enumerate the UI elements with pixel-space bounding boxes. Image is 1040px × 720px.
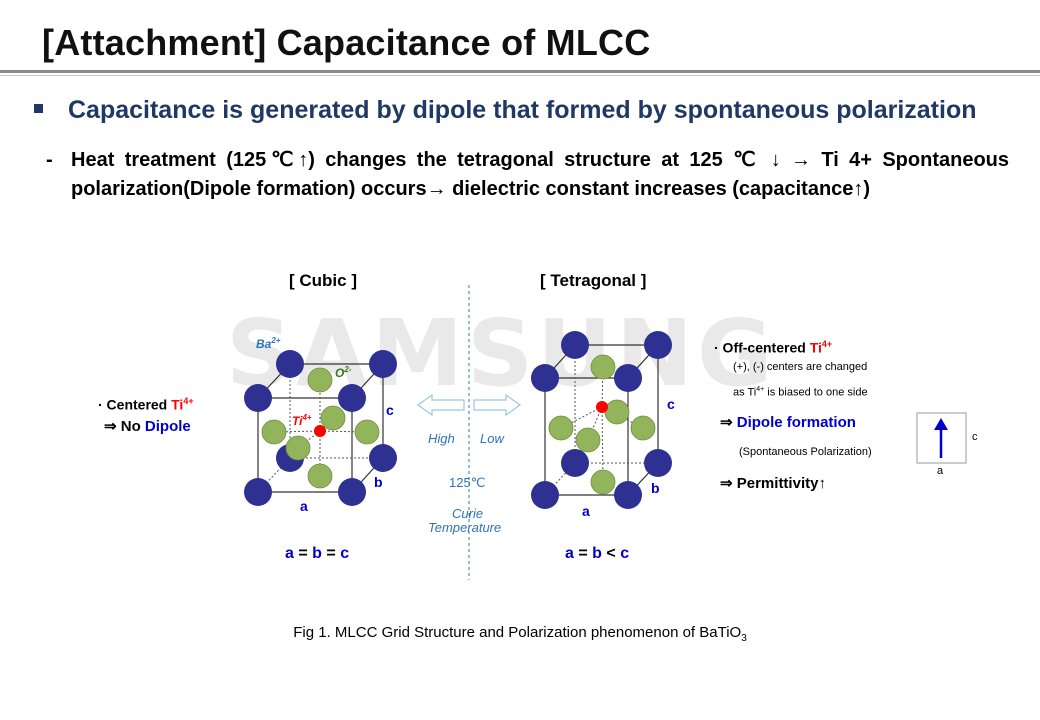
cubic-equation: a = b = c [285, 545, 350, 562]
cubic-axis-a: a [300, 498, 308, 514]
o-atom [604, 399, 630, 425]
o-atom [590, 469, 616, 495]
cubic-axis-c: c [386, 402, 394, 418]
cubic-axis-b: b [374, 474, 383, 490]
title-divider-thin [0, 75, 1040, 76]
ba-atom [369, 444, 397, 472]
permittivity-note: ⇒ Permittivity↑ [720, 475, 826, 492]
ti-label: Ti4+ [292, 413, 312, 428]
tetra-equation: a = b < c [565, 545, 630, 562]
o-atom [354, 419, 380, 445]
description-line-1: Heat treatment (125℃↑) changes the tetra… [71, 149, 1009, 171]
up-arrow-icon [934, 418, 948, 458]
tetragonal-lattice [531, 331, 672, 509]
right-arrow-icon [473, 393, 522, 417]
polarization-box [916, 412, 967, 464]
description: Heat treatment (125℃↑) changes the tetra… [71, 146, 1009, 204]
o-atom [548, 415, 574, 441]
tetra-axis-b: b [651, 480, 660, 496]
ba-atom [531, 364, 559, 392]
ba-atom [338, 478, 366, 506]
title-divider [0, 70, 1040, 73]
ba-atom [369, 350, 397, 378]
centers-changed-line: (+), (-) centers are changed [733, 361, 868, 373]
low-label: Low [480, 431, 504, 446]
description-line-2: polarization(Dipole formation) occurs→ d… [71, 178, 871, 200]
dipole-formation-note: ⇒ Dipole formation [720, 414, 856, 431]
spontaneous-polarization-note: (Spontaneous Polarization) [739, 446, 872, 458]
tetra-axis-c: c [667, 396, 675, 412]
ba-atom [338, 384, 366, 412]
ba-atom [644, 331, 672, 359]
tetra-axis-a: a [582, 503, 590, 519]
o-atom [575, 427, 601, 453]
o-atom [630, 415, 656, 441]
o-label: O2- [335, 365, 352, 380]
ba-atom [561, 449, 589, 477]
box-axis-a: a [937, 465, 944, 477]
ba-atom [561, 331, 589, 359]
ba-atom [614, 481, 642, 509]
no-dipole-note: ⇒ No Dipole [104, 418, 191, 435]
off-centered-note: · Off-centered Ti4+ [714, 339, 833, 356]
centered-ti-note: · Centered Ti4+ [98, 396, 194, 413]
dash-marker: - [46, 149, 53, 171]
biased-line: as Ti4+ is biased to one side [733, 386, 868, 399]
ba-atom [644, 449, 672, 477]
o-atom [285, 435, 311, 461]
left-arrow-icon [416, 393, 465, 417]
curie-temperature-label: Temperature [428, 520, 502, 535]
ba-atom [276, 350, 304, 378]
page-title: [Attachment] Capacitance of MLCC [42, 22, 651, 63]
box-axis-c: c [972, 431, 978, 443]
bullet-square-icon [34, 104, 43, 113]
ba-label: Ba2+ [256, 336, 281, 351]
bond-line [601, 406, 604, 483]
ti-atom [596, 401, 608, 413]
ti-atom [314, 425, 326, 437]
o-atom [320, 405, 346, 431]
o-atom [307, 463, 333, 489]
temperature-label: 125℃ [449, 475, 486, 490]
o-atom [307, 367, 333, 393]
ba-atom [614, 364, 642, 392]
main-bullet: Capacitance is generated by dipole that … [68, 96, 977, 124]
curie-label: Curie [452, 506, 484, 521]
cubic-lattice [244, 350, 397, 506]
o-atom [590, 354, 616, 380]
o-atom [261, 419, 287, 445]
ba-atom [244, 384, 272, 412]
ba-atom [531, 481, 559, 509]
figure-caption: Fig 1. MLCC Grid Structure and Polarizat… [293, 624, 747, 644]
ba-atom [244, 478, 272, 506]
high-label: High [428, 431, 455, 446]
cubic-heading: [ Cubic ] [289, 271, 357, 290]
tetragonal-heading: [ Tetragonal ] [540, 271, 647, 290]
